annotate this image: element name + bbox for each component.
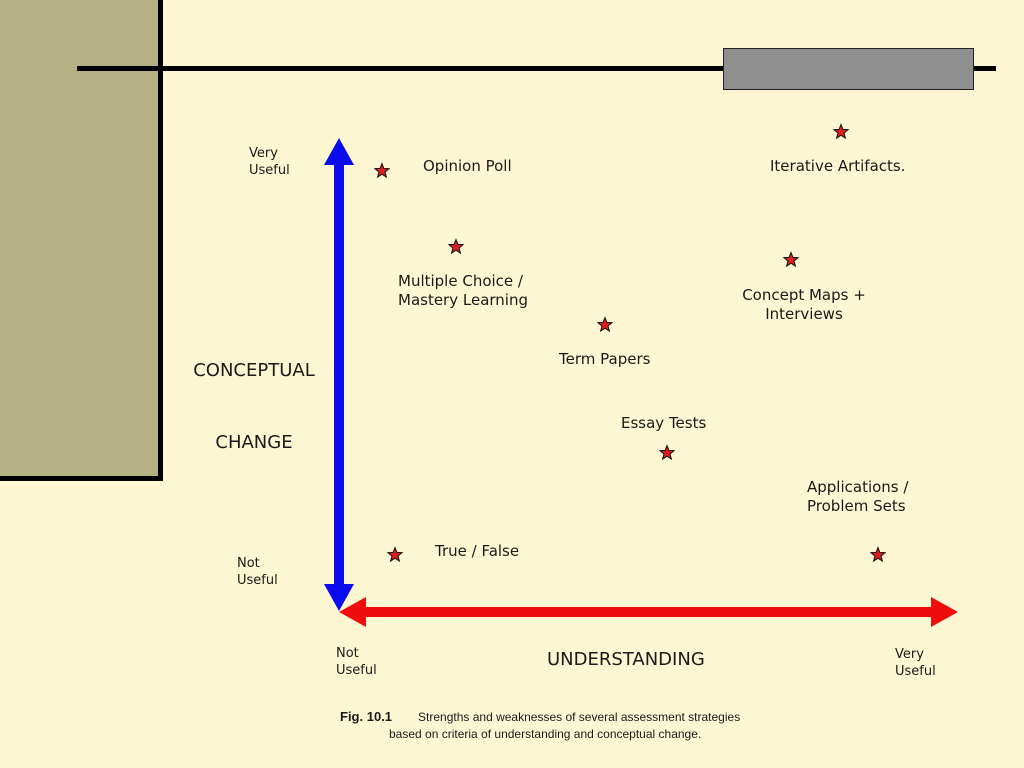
side-panel: [0, 0, 163, 481]
item-label: Opinion Poll: [423, 157, 512, 175]
y-axis-bottom-label: Not Useful: [237, 556, 278, 588]
item-label: Iterative Artifacts.: [770, 157, 906, 175]
caption-line2: based on criteria of understanding and c…: [389, 727, 702, 741]
y-axis-title-line2: CHANGE: [215, 432, 293, 453]
x-axis-title: UNDERSTANDING: [547, 649, 705, 670]
star-icon: [832, 123, 850, 140]
item-label: True / False: [435, 542, 520, 560]
caption-line1: Strengths and weaknesses of several asse…: [418, 710, 741, 724]
x-axis-right-label: Very Useful: [895, 647, 936, 679]
item-label: Term Papers: [559, 350, 651, 368]
x-axis-arrow: [339, 597, 958, 627]
y-axis-arrow: [324, 138, 354, 611]
y-axis-top-label: Very Useful: [249, 146, 290, 178]
item-label: Applications / Problem Sets: [807, 478, 909, 515]
grey-box: [723, 48, 974, 90]
top-rule: [77, 66, 996, 71]
item-label: Multiple Choice / Mastery Learning: [398, 272, 528, 309]
star-icon: [373, 162, 391, 179]
star-icon: [782, 251, 800, 268]
figure-caption: Fig. 10.1 Strengths and weaknesses of sev…: [340, 709, 740, 725]
y-axis-title-line1: CONCEPTUAL: [193, 360, 315, 381]
data-markers: [373, 123, 887, 563]
star-icon: [386, 546, 404, 563]
star-icon: [658, 444, 676, 461]
item-label: Concept Maps + Interviews: [742, 286, 866, 323]
y-axis-title: CONCEPTUAL CHANGE: [183, 311, 325, 503]
star-icon: [447, 238, 465, 255]
figure-number: Fig. 10.1: [340, 709, 393, 724]
x-axis-left-label: Not Useful: [336, 646, 377, 678]
star-icon: [596, 316, 614, 333]
star-icon: [869, 546, 887, 563]
item-label: Essay Tests: [621, 414, 707, 432]
